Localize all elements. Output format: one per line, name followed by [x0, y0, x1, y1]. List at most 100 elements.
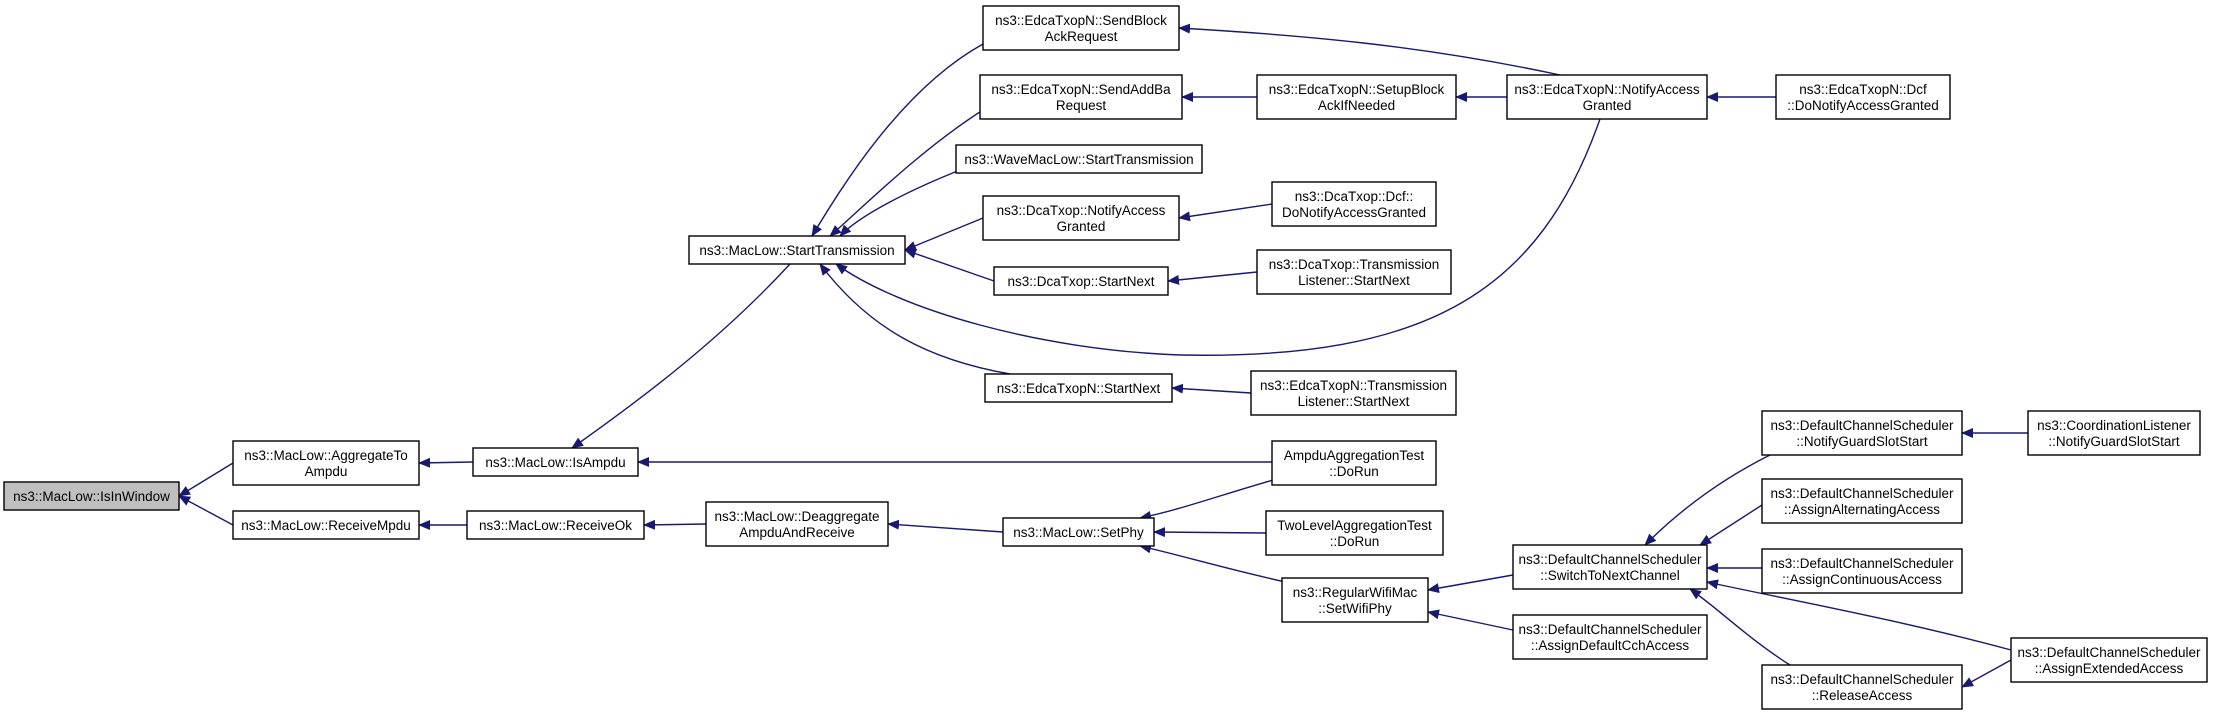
nodes-layer: ns3::MacLow::IsInWindow ns3::MacLow::Aggr…	[3, 5, 2208, 710]
graph-node[interactable]: ns3::DefaultChannelScheduler::ReleaseAcc…	[1761, 664, 1963, 710]
node-label-line: ns3::DefaultChannelScheduler	[2017, 645, 2201, 660]
graph-node[interactable]: ns3::DefaultChannelScheduler::AssignAlte…	[1761, 478, 1963, 524]
graph-node[interactable]: ns3::DefaultChannelScheduler::NotifyGuar…	[1761, 410, 1963, 456]
graph-node[interactable]: ns3::DcaTxop::Dcf::DoNotifyAccessGranted	[1271, 181, 1437, 227]
edge-n16-to-n12	[1171, 383, 1252, 394]
node-box	[1761, 410, 1963, 456]
node-box	[979, 74, 1183, 120]
graph-node[interactable]: ns3::WaveMacLow::StartTransmission	[955, 144, 1203, 174]
edge-n12-to-n5	[819, 263, 1011, 375]
node-label-line: ns3::EdcaTxopN::SetupBlock	[1269, 82, 1445, 97]
node-label-line: ::AssignContinuousAccess	[1782, 572, 1942, 587]
edge-n3-to-n1	[418, 457, 474, 468]
edge-n1-to-n0	[178, 462, 234, 497]
graph-node[interactable]: ns3::MacLow::SetPhy	[1002, 517, 1155, 547]
node-label-line: ::ReleaseAccess	[1812, 688, 1913, 703]
edge-n17-to-n5	[835, 118, 1601, 356]
graph-node[interactable]: ns3::DcaTxop::NotifyAccessGranted	[982, 195, 1180, 241]
graph-node[interactable]: ns3::EdcaTxopN::StartNext	[984, 373, 1173, 403]
node-label-line: AmpduAggregationTest	[1284, 448, 1425, 463]
node-label-line: ns3::DcaTxop::Transmission	[1269, 257, 1440, 272]
node-label-line: AckIfNeeded	[1318, 98, 1395, 113]
node-label-line: TwoLevelAggregationTest	[1277, 518, 1432, 533]
node-label-line: Granted	[1583, 98, 1632, 113]
node-label-line: ::AssignExtendedAccess	[2035, 661, 2184, 676]
node-box	[993, 266, 1169, 296]
node-label-line: ::NotifyGuardSlotStart	[1796, 434, 1928, 449]
edge-n5-to-n3	[571, 263, 791, 449]
node-box	[1256, 74, 1457, 120]
edge-n22-to-n19	[1139, 543, 1291, 584]
node-label-line: ::SwitchToNextChannel	[1540, 568, 1680, 583]
node-label-line: ::DoRun	[1330, 534, 1380, 549]
graph-node[interactable]: ns3::DefaultChannelScheduler::AssignExte…	[2010, 637, 2208, 683]
node-label-line: ns3::WaveMacLow::StartTransmission	[964, 152, 1193, 167]
node-box	[1271, 440, 1437, 486]
graph-node[interactable]: ns3::MacLow::IsAmpdu	[472, 447, 639, 477]
edge-n19-to-n6	[887, 519, 1004, 533]
node-label-line: ns3::DefaultChannelScheduler	[1518, 552, 1702, 567]
node-box	[705, 501, 889, 547]
graph-node[interactable]: TwoLevelAggregationTest::DoRun	[1265, 510, 1444, 556]
node-label-line: Request	[1056, 98, 1107, 113]
node-box	[982, 195, 1180, 241]
graph-node[interactable]: ns3::CoordinationListener::NotifyGuardSl…	[2027, 410, 2201, 456]
node-label-line: AckRequest	[1045, 29, 1118, 44]
node-box	[1256, 249, 1452, 295]
graph-node[interactable]: ns3::EdcaTxopN::TransmissionListener::St…	[1250, 370, 1457, 416]
node-label-line: AmpduAndReceive	[739, 525, 855, 540]
graph-node[interactable]: ns3::MacLow::StartTransmission	[688, 235, 906, 265]
node-box	[984, 373, 1173, 403]
graph-node[interactable]: ns3::MacLow::ReceiveMpdu	[232, 510, 420, 540]
edge-n30-to-n28	[1961, 659, 2012, 688]
node-label-line: ns3::EdcaTxopN::StartNext	[997, 381, 1161, 396]
edge-n25-to-n23	[1644, 454, 1771, 546]
node-box	[1271, 181, 1437, 227]
node-box	[955, 144, 1203, 174]
graph-node[interactable]: ns3::DefaultChannelScheduler::AssignDefa…	[1512, 614, 1708, 660]
edge-n30-to-n23	[1706, 579, 2012, 651]
node-label-line: ::DoNotifyAccessGranted	[1787, 98, 1939, 113]
graph-node[interactable]: ns3::MacLow::ReceiveOk	[466, 510, 645, 540]
node-label-line: ns3::EdcaTxopN::NotifyAccess	[1514, 82, 1700, 97]
edge-n14-to-n10	[1178, 203, 1273, 222]
edge-n6-to-n4	[643, 519, 707, 530]
node-label-line: ns3::MacLow::StartTransmission	[699, 243, 894, 258]
node-box	[2027, 410, 2201, 456]
node-box	[2010, 637, 2208, 683]
node-box	[232, 510, 420, 540]
node-label-line: ns3::DefaultChannelScheduler	[1770, 418, 1954, 433]
node-label-line: ns3::MacLow::ReceiveMpdu	[241, 518, 411, 533]
graph-node[interactable]: ns3::EdcaTxopN::Dcf::DoNotifyAccessGrant…	[1775, 74, 1951, 120]
node-label-line: ns3::RegularWifiMac	[1293, 585, 1418, 600]
graph-node[interactable]: ns3::DcaTxop::TransmissionListener::Star…	[1256, 249, 1452, 295]
node-box	[1002, 517, 1155, 547]
edge-n21-to-n19	[1153, 527, 1267, 538]
edge-n24-to-n22	[1427, 609, 1514, 631]
graph-node[interactable]: AmpduAggregationTest::DoRun	[1271, 440, 1437, 486]
graph-node[interactable]: ns3::RegularWifiMac::SetWifiPhy	[1281, 577, 1429, 623]
root-node[interactable]: ns3::MacLow::IsInWindow	[3, 481, 180, 511]
node-box	[3, 481, 180, 511]
edge-n11-to-n5	[904, 248, 995, 282]
node-label-line: ns3::EdcaTxopN::SendAddBa	[991, 82, 1171, 97]
node-label-line: ns3::MacLow::SetPhy	[1013, 525, 1144, 540]
node-box	[472, 447, 639, 477]
edge-n10-to-n5	[904, 217, 984, 251]
node-label-line: ns3::MacLow::IsInWindow	[13, 489, 170, 504]
node-label-line: ::AssignAlternatingAccess	[1784, 502, 1940, 517]
graph-node[interactable]: ns3::DcaTxop::StartNext	[993, 266, 1169, 296]
edge-n2-to-n0	[178, 495, 234, 526]
graph-node[interactable]: ns3::DefaultChannelScheduler::AssignCont…	[1761, 548, 1963, 594]
node-label-line: ::SetWifiPhy	[1318, 601, 1392, 616]
graph-node[interactable]: ns3::EdcaTxopN::NotifyAccessGranted	[1506, 74, 1708, 120]
node-label-line: ns3::CoordinationListener	[2037, 418, 2191, 433]
graph-node[interactable]: ns3::DefaultChannelScheduler::SwitchToNe…	[1512, 544, 1708, 590]
node-box	[1281, 577, 1429, 623]
node-label-line: Listener::StartNext	[1298, 394, 1410, 409]
